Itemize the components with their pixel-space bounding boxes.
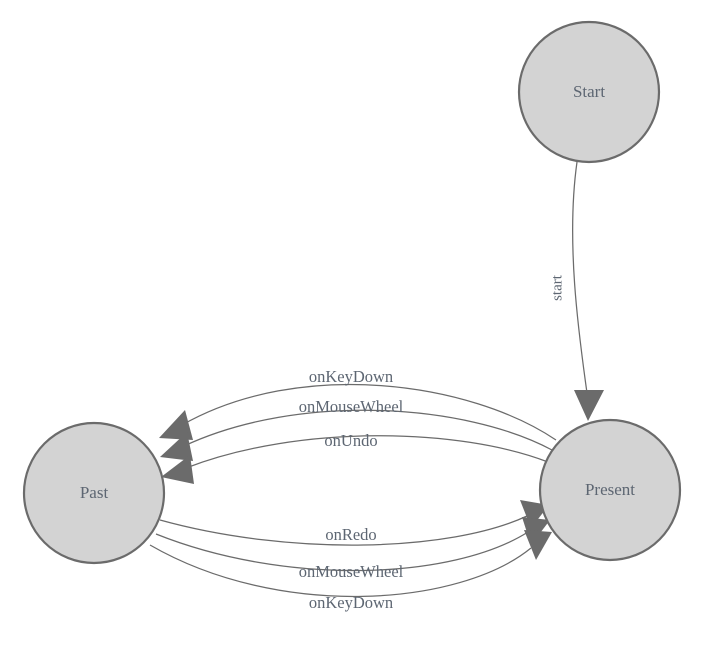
node-past-circle[interactable] bbox=[22, 421, 166, 565]
node-past-label: Past bbox=[80, 483, 109, 502]
edge-present-to-past-2-arrowhead bbox=[160, 432, 193, 461]
edge-present-to-past-onundo[interactable]: onUndo bbox=[161, 431, 549, 484]
edge-label-past-to-present-1: onRedo bbox=[325, 525, 376, 544]
edge-present-to-past-3-path bbox=[185, 435, 549, 469]
edge-start-to-present-arrowhead bbox=[574, 390, 604, 421]
edge-past-to-present-onredo[interactable]: onRedo bbox=[159, 500, 549, 546]
node-present-circle[interactable] bbox=[538, 418, 682, 562]
edge-label-present-to-past-2: onMouseWheel bbox=[299, 397, 404, 416]
edge-past-to-present-onkeydown[interactable]: onKeyDown bbox=[149, 530, 552, 612]
edge-present-to-past-onkeydown[interactable]: onKeyDown bbox=[159, 367, 557, 441]
edge-present-to-past-onmousewheel[interactable]: onMouseWheel bbox=[160, 397, 553, 461]
edge-present-to-past-3-arrowhead bbox=[161, 455, 194, 484]
edge-present-to-past-1-arrowhead bbox=[159, 410, 193, 440]
node-present-label: Present bbox=[585, 480, 635, 499]
edge-past-to-present-2-path bbox=[155, 531, 529, 572]
edge-present-to-past-1-path bbox=[181, 383, 557, 441]
node-start-label: Start bbox=[573, 82, 605, 101]
edge-label-start: start bbox=[549, 274, 565, 301]
edge-past-to-present-3-path bbox=[149, 544, 532, 598]
edge-past-to-present-1-path bbox=[159, 515, 528, 546]
node-past[interactable]: Past bbox=[22, 421, 166, 565]
node-start[interactable]: Start bbox=[517, 20, 661, 164]
edge-past-to-present-3-arrowhead bbox=[524, 530, 552, 560]
node-present[interactable]: Present bbox=[538, 418, 682, 562]
edge-label-past-to-present-2: onMouseWheel bbox=[299, 562, 404, 581]
edge-label-present-to-past-1: onKeyDown bbox=[309, 367, 393, 386]
edge-present-to-past-2-path bbox=[183, 409, 553, 451]
edge-label-past-to-present-3: onKeyDown bbox=[309, 593, 393, 612]
edge-start-to-present-path bbox=[572, 161, 589, 401]
edge-start-to-present[interactable]: start bbox=[549, 161, 604, 421]
node-start-circle[interactable] bbox=[517, 20, 661, 164]
edge-label-present-to-past-3: onUndo bbox=[324, 431, 377, 450]
